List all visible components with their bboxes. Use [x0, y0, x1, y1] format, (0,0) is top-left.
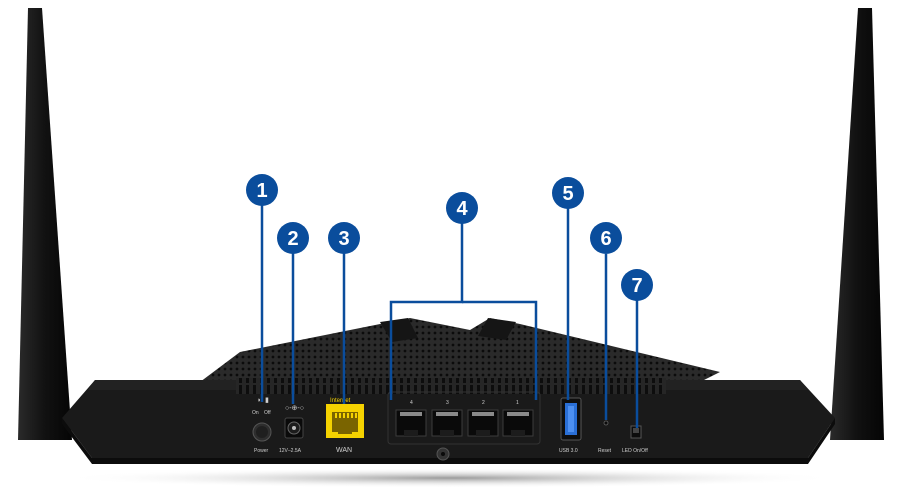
- callout-lines: [260, 204, 639, 428]
- power-label: Power: [254, 448, 269, 454]
- lan-port-2[interactable]: [467, 409, 499, 437]
- wan-port[interactable]: Internet WAN: [326, 398, 364, 454]
- callout-5-number: 5: [562, 183, 573, 205]
- reset-button[interactable]: Reset: [598, 420, 612, 454]
- lan-port-2-label: 2: [482, 400, 485, 406]
- lan-port-1[interactable]: [502, 409, 534, 437]
- power-off-icon: ▮: [265, 397, 269, 404]
- lan-port-3[interactable]: [431, 409, 463, 437]
- callout-7: 7: [621, 269, 653, 301]
- callout-2-number: 2: [287, 228, 298, 250]
- power-on-icon: ◗: [257, 397, 261, 404]
- dc-polarity-icon: ○-⊕-○: [285, 405, 304, 412]
- wan-label: WAN: [336, 447, 352, 454]
- callout-3: 3: [328, 222, 360, 254]
- lan-ports: 4 3 2 1: [387, 391, 541, 445]
- callout-6: 6: [590, 222, 622, 254]
- power-on-label: On: [252, 410, 259, 416]
- internet-label: Internet: [330, 398, 351, 404]
- callout-2: 2: [277, 222, 309, 254]
- callout-3-number: 3: [338, 228, 349, 250]
- led-label: LED On/Off: [622, 448, 648, 454]
- dc-in-label: 12V–2.5A: [279, 448, 302, 454]
- callout-4-number: 4: [456, 198, 468, 220]
- lan-port-4-label: 4: [410, 400, 413, 406]
- callout-7-number: 7: [631, 275, 642, 297]
- right-antenna: [830, 8, 884, 440]
- lan-port-1-label: 1: [516, 400, 519, 406]
- callout-5: 5: [552, 177, 584, 209]
- router-top-shell: [200, 318, 720, 382]
- left-antenna: [18, 8, 72, 440]
- callout-4: 4: [446, 192, 478, 224]
- dc-power-jack[interactable]: ○-⊕-○ 12V–2.5A: [279, 405, 304, 454]
- lan-port-3-label: 3: [446, 400, 449, 406]
- reset-label: Reset: [598, 448, 612, 454]
- lan-port-4[interactable]: [395, 409, 427, 437]
- callout-1-number: 1: [256, 180, 267, 202]
- floor-shadow: [60, 468, 840, 488]
- power-switch[interactable]: ◗ ▮ On Off Power: [252, 397, 272, 454]
- callout-6-number: 6: [600, 228, 611, 250]
- power-off-label: Off: [264, 410, 271, 416]
- usb-port[interactable]: USB 3.0: [559, 397, 582, 454]
- usb-label: USB 3.0: [559, 448, 578, 454]
- callout-1: 1: [246, 174, 278, 206]
